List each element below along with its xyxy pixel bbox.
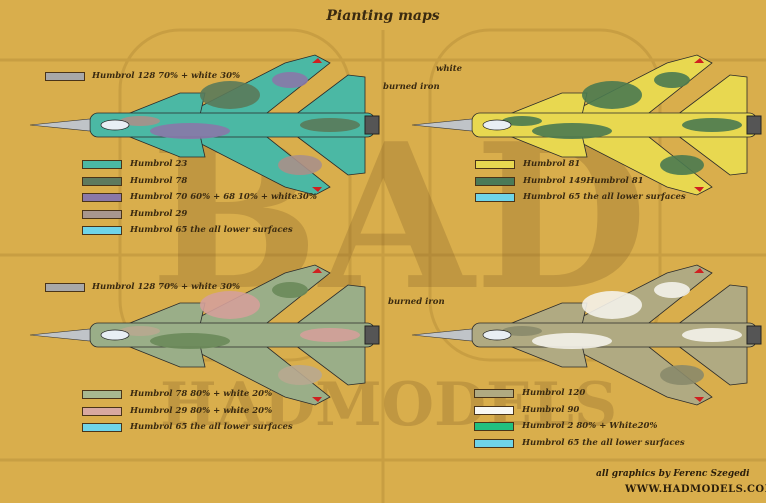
watermark-text: HADMODELS: [160, 370, 618, 440]
color-swatch: [474, 422, 514, 431]
legend-label: Humbrol 149Humbrol 81: [523, 175, 644, 186]
callout-label: Humbrol 128 70% + white 30%: [92, 282, 241, 292]
color-swatch: [82, 226, 122, 235]
legend-label: Humbrol 90: [522, 404, 580, 415]
author-credit: all graphics by Ferenc Szegedi: [596, 469, 750, 479]
legend-label: Humbrol 78: [130, 175, 188, 186]
callout-label: burned iron: [388, 297, 445, 307]
legend-label: Humbrol 70 60% + 68 10% + white30%: [130, 192, 317, 202]
color-swatch: [475, 176, 515, 186]
legend-label: Humbrol 120: [522, 388, 586, 398]
color-swatch: [82, 176, 122, 186]
legend-label: Humbrol 78 80% + white 20%: [130, 389, 273, 399]
legend-label: Humbrol 65 the all lower surfaces: [523, 192, 686, 202]
legend-label: Humbrol 65 the all lower surfaces: [130, 422, 293, 432]
aircraft-scheme-4: [411, 264, 762, 406]
callout-label: Humbrol 128 70% + white 30%: [92, 71, 241, 81]
color-swatch: [474, 389, 514, 398]
website-link[interactable]: WWW.HADMODELS.COM: [625, 484, 766, 495]
color-swatch: [474, 405, 514, 415]
page-title: Pianting maps: [326, 8, 440, 24]
callout-swatch: [45, 72, 85, 81]
callout-swatch: [45, 283, 85, 292]
legend-label: Humbrol 65 the all lower surfaces: [522, 437, 685, 448]
color-swatch: [82, 193, 122, 202]
aircraft-scheme-1: [29, 54, 380, 196]
color-swatch: [475, 160, 515, 169]
callout-label: white: [436, 64, 463, 74]
legend-label: Humbrol 65 the all lower surfaces: [130, 225, 293, 235]
color-swatch: [82, 390, 122, 399]
color-swatch: [82, 406, 122, 416]
aircraft-scheme-2: [411, 54, 762, 196]
color-swatch: [82, 209, 122, 219]
legend-label: Humbrol 81: [523, 159, 581, 169]
aircraft-scheme-3: [29, 264, 380, 406]
legend-label: Humbrol 29: [130, 208, 188, 219]
color-swatch: [82, 423, 122, 432]
color-swatch: [474, 438, 514, 448]
legend-label: Humbrol 2 80% + White20%: [522, 421, 658, 431]
color-swatch: [82, 160, 122, 169]
legend-label: Humbrol 23: [130, 159, 188, 169]
color-swatch: [475, 193, 515, 202]
callout-label: burned iron: [383, 82, 440, 92]
legend-label: Humbrol 29 80% + white 20%: [130, 405, 273, 416]
